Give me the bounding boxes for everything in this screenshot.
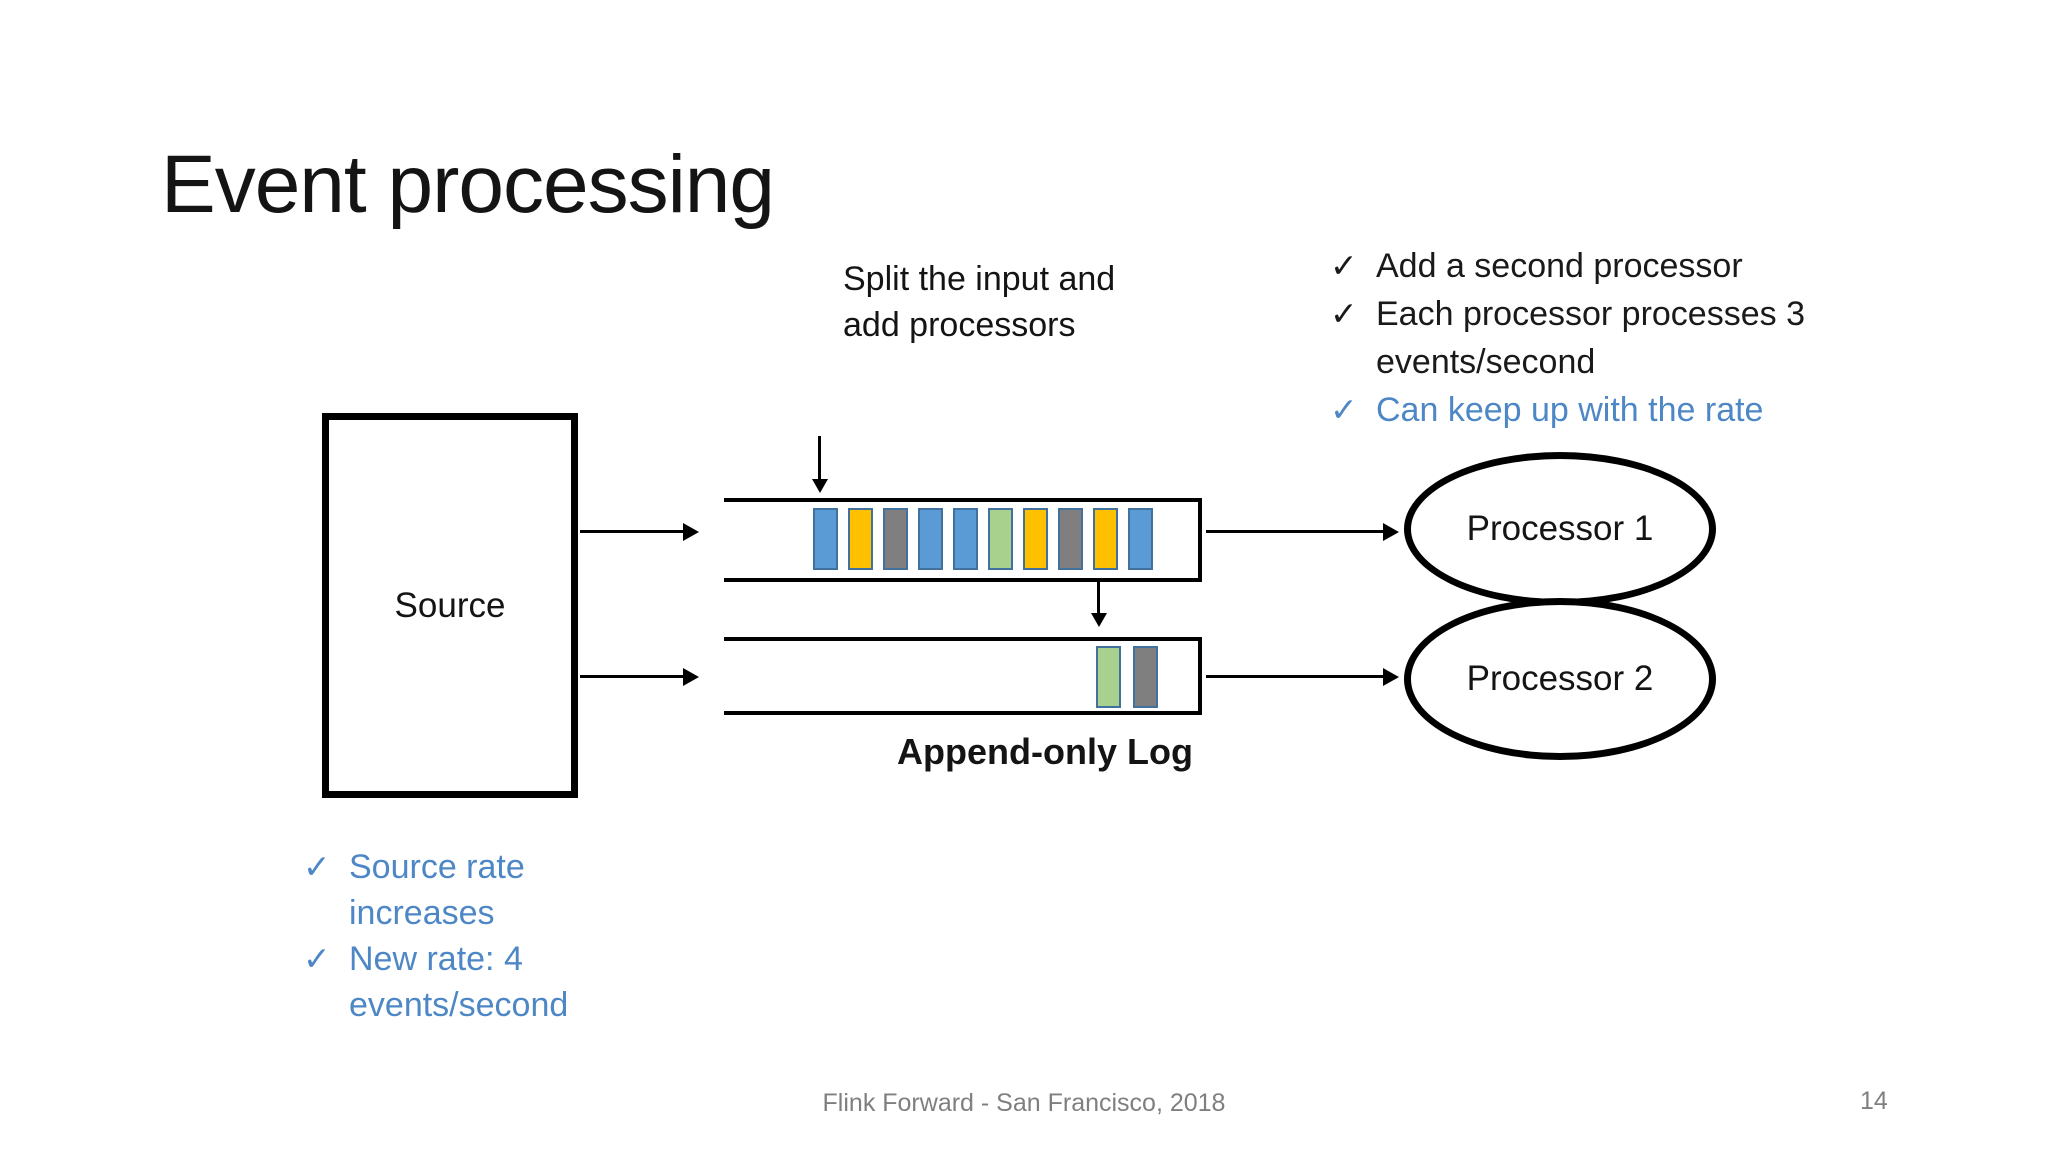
log2-events xyxy=(1096,646,1158,708)
checklist-top-right: ✓ Add a second processor ✓ Each processo… xyxy=(1330,242,1806,434)
event-green xyxy=(1096,646,1121,708)
checklist-item-label: Each processor processes 3 events/second xyxy=(1376,295,1805,381)
checklist-item: ✓ New rate: 4 events/second xyxy=(303,936,589,1028)
arrow-down-to-log2 xyxy=(1097,578,1100,614)
checklist-item: ✓ Each processor processes 3 events/seco… xyxy=(1330,290,1806,386)
checklist-item-label: Add a second processor xyxy=(1376,247,1743,285)
checkmark-icon: ✓ xyxy=(1330,391,1358,428)
event-green xyxy=(988,508,1013,570)
arrow-down-to-log1 xyxy=(818,436,821,480)
checklist-item-label: New rate: 4 events/second xyxy=(349,940,569,1024)
checklist-bottom-left: ✓ Source rate increases ✓ New rate: 4 ev… xyxy=(303,844,589,1028)
checklist-item-label: Can keep up with the rate xyxy=(1376,391,1764,429)
footer-text: Flink Forward - San Francisco, 2018 xyxy=(822,1089,1226,1117)
event-yellow xyxy=(848,508,873,570)
arrow-source-to-log2 xyxy=(580,675,684,678)
event-blue xyxy=(1128,508,1153,570)
processor-2-label: Processor 2 xyxy=(1466,659,1654,698)
append-only-log-label: Append-only Log xyxy=(897,731,1193,772)
event-gray xyxy=(883,508,908,570)
event-blue xyxy=(813,508,838,570)
page-number: 14 xyxy=(1860,1087,1888,1115)
checklist-item: ✓ Source rate increases xyxy=(303,844,589,936)
processor-2-ellipse: Processor 2 xyxy=(1404,598,1716,760)
source-box: Source xyxy=(322,413,578,798)
event-yellow xyxy=(1023,508,1048,570)
event-yellow xyxy=(1093,508,1118,570)
event-blue xyxy=(953,508,978,570)
checkmark-icon: ✓ xyxy=(303,940,331,977)
checklist-item: ✓ Can keep up with the rate xyxy=(1330,386,1806,434)
event-gray xyxy=(1058,508,1083,570)
source-label: Source xyxy=(394,585,506,625)
split-input-annotation: Split the input and add processors xyxy=(843,260,1116,344)
checklist-item-label: Source rate increases xyxy=(349,848,525,932)
slide-title: Event processing xyxy=(161,139,775,230)
arrow-source-to-log1 xyxy=(580,530,684,533)
append-log-1 xyxy=(724,498,1202,582)
event-gray xyxy=(1133,646,1158,708)
arrow-log2-to-processor2 xyxy=(1206,675,1384,678)
processor-1-label: Processor 1 xyxy=(1466,509,1654,548)
checkmark-icon: ✓ xyxy=(1330,295,1358,332)
processor-1-ellipse: Processor 1 xyxy=(1404,452,1716,606)
event-blue xyxy=(918,508,943,570)
checkmark-icon: ✓ xyxy=(1330,247,1358,284)
checkmark-icon: ✓ xyxy=(303,848,331,885)
append-log-2 xyxy=(724,637,1202,715)
checklist-item: ✓ Add a second processor xyxy=(1330,242,1806,290)
arrow-log1-to-processor1 xyxy=(1206,530,1384,533)
log1-events xyxy=(813,508,1153,570)
